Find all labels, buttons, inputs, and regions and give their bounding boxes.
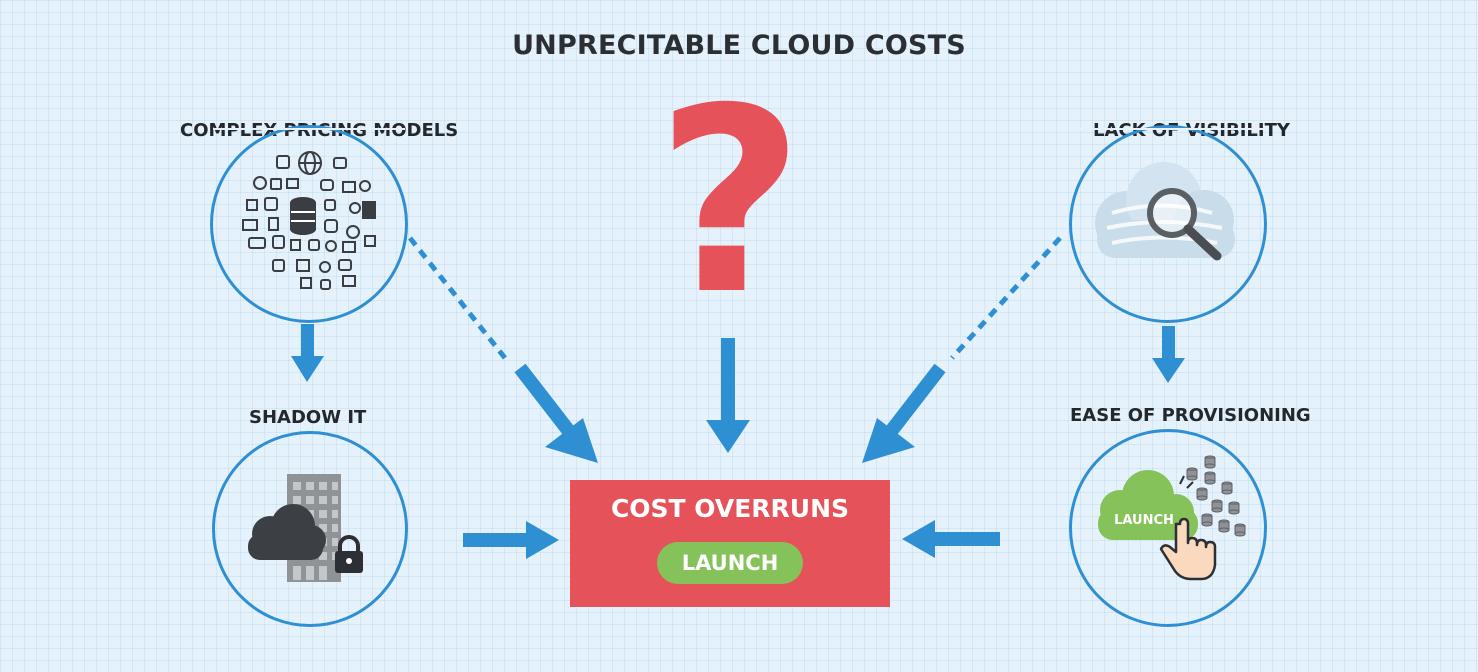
arrow-pricing-to-shadow: [291, 324, 324, 382]
complex-pricing-circle: [210, 125, 408, 323]
dotted-connector-right: [950, 236, 1062, 360]
dotted-connector-left: [408, 236, 507, 360]
database-icon: [1186, 455, 1246, 537]
database-icon: [290, 197, 316, 235]
cost-overruns-label: COST OVERRUNS: [610, 494, 850, 523]
arrow-visibility-to-ease: [1152, 326, 1185, 383]
cost-overruns-box: COST OVERRUNS LAUNCH: [570, 480, 890, 607]
cloud-launch-text: LAUNCH: [1114, 513, 1174, 528]
lock-icon: [335, 535, 363, 573]
pricing-icons-cluster: [213, 128, 405, 290]
diagram-title: UNPRECITABLE CLOUD COSTS: [512, 30, 966, 61]
shadow-it-label: SHADOW IT: [249, 407, 367, 428]
shadow-it-circle: [212, 431, 408, 627]
launch-button[interactable]: LAUNCH: [657, 542, 803, 584]
arrow-shadow-to-overrun: [463, 521, 559, 559]
ease-provisioning-label: EASE OF PROVISIONING: [1070, 405, 1311, 426]
hand-pointer-icon: [1159, 517, 1217, 581]
ease-provisioning-circle: LAUNCH: [1069, 429, 1267, 627]
cloud-icon: [248, 504, 326, 560]
arrow-diagonal-right: [862, 363, 946, 463]
arrow-diagonal-left: [514, 363, 598, 463]
arrow-ease-to-overrun: [902, 520, 1000, 558]
svg-text:?: ?: [656, 85, 804, 310]
question-mark-icon: ?: [656, 85, 804, 310]
cloud-icon: [1098, 470, 1198, 540]
lack-visibility-circle: [1069, 125, 1267, 323]
arrow-center-down: [706, 338, 750, 453]
globe-icon: [298, 151, 322, 175]
magnifier-icon: [1147, 188, 1222, 261]
